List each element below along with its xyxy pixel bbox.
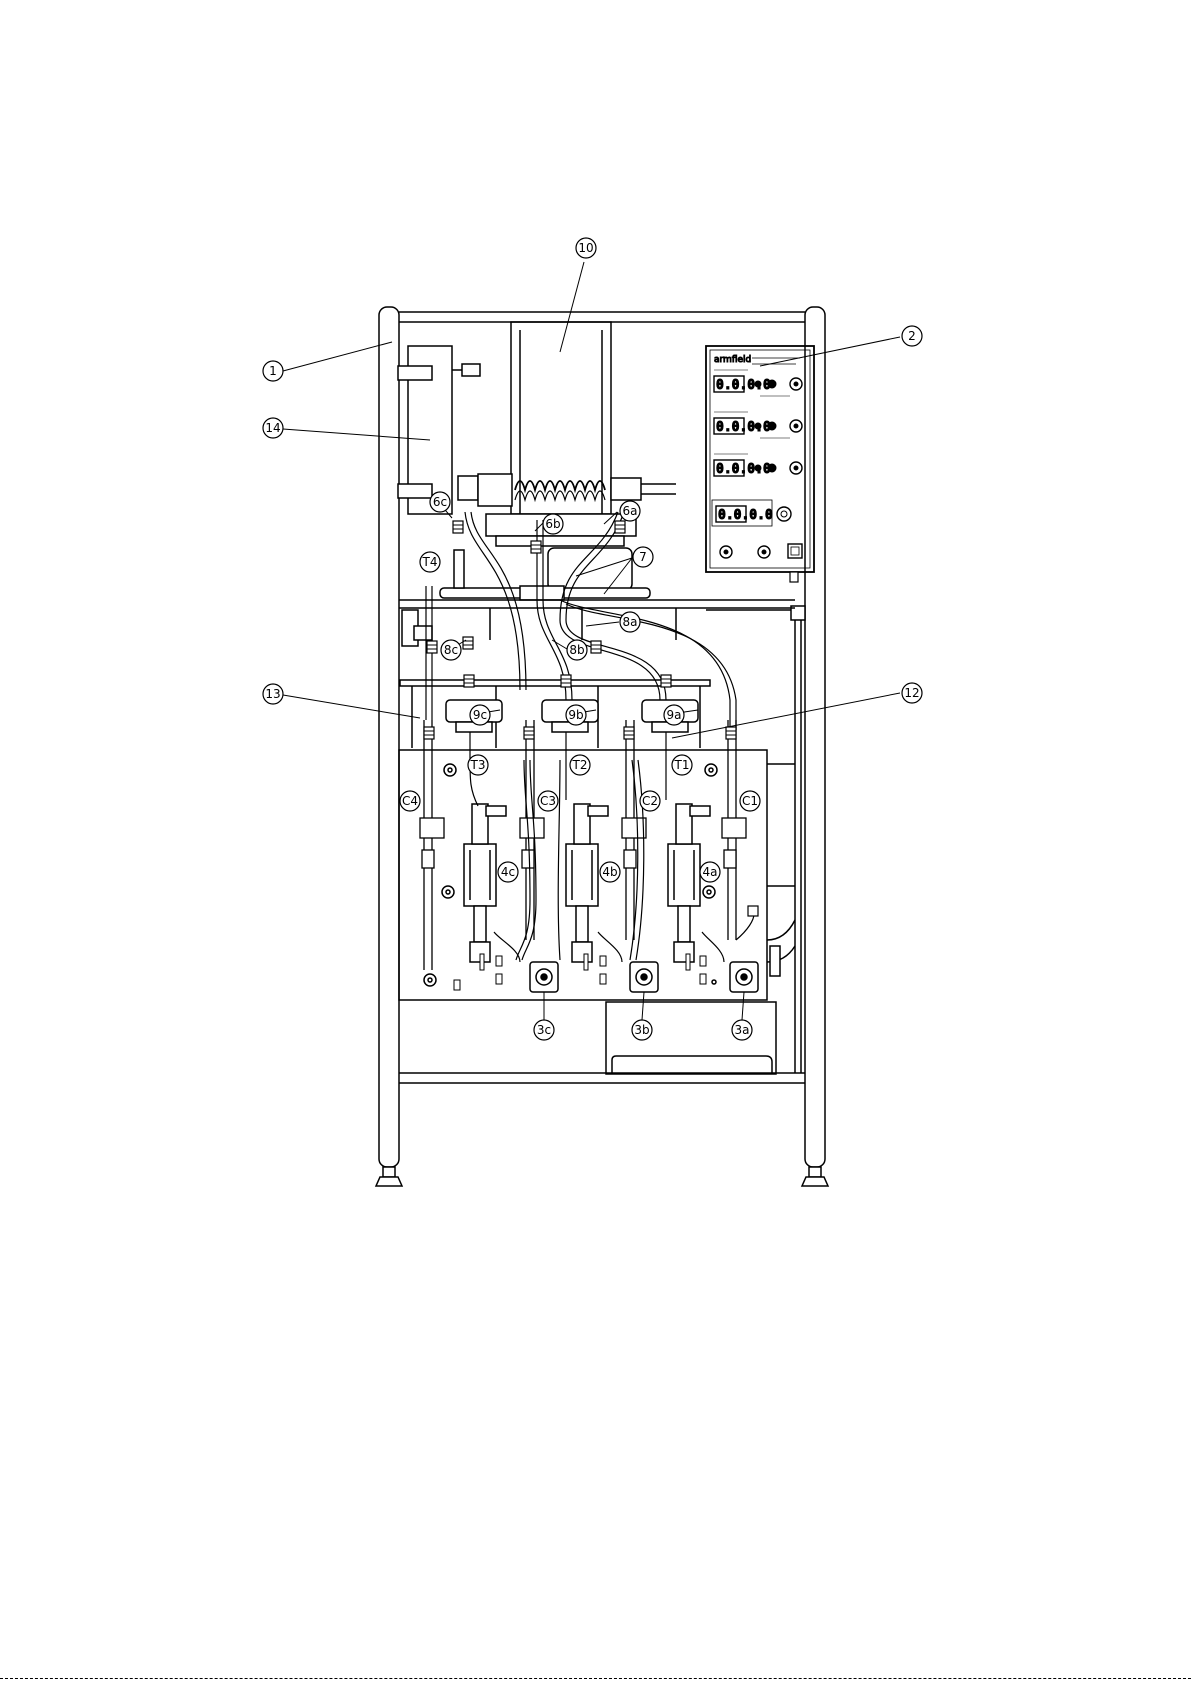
readout-2: 0.0.0.0: [716, 420, 771, 435]
callout-8c: 8c: [441, 640, 461, 660]
readout-4: 0.0.0.0: [718, 508, 773, 523]
callout-6a: 6a: [620, 501, 640, 521]
svg-text:T3: T3: [470, 758, 486, 772]
svg-text:8c: 8c: [444, 643, 458, 657]
callout-9c: 9c: [470, 705, 490, 725]
pumps: [530, 962, 758, 992]
svg-text:9a: 9a: [667, 708, 682, 722]
control-console: armfield 0.0.0.0 0.0.0.0 0.0.0.0: [706, 346, 814, 582]
callout-C2: C2: [640, 791, 660, 811]
svg-text:9b: 9b: [568, 708, 583, 722]
svg-text:8a: 8a: [623, 615, 638, 629]
svg-text:T1: T1: [674, 758, 690, 772]
svg-text:C1: C1: [742, 794, 758, 808]
svg-text:6a: 6a: [623, 504, 638, 518]
svg-text:3a: 3a: [735, 1023, 750, 1037]
svg-text:1: 1: [269, 364, 277, 378]
svg-text:6c: 6c: [433, 495, 447, 509]
callout-T2: T2: [570, 755, 590, 775]
callout-7: 7: [633, 547, 653, 567]
svg-text:4b: 4b: [602, 865, 617, 879]
callout-12: 12: [902, 683, 922, 703]
feed-vessel: [478, 322, 676, 546]
readout-row-4: 0.0.0.0: [712, 500, 791, 526]
callout-14: 14: [263, 418, 283, 438]
readout-row-2: 0.0.0.0: [714, 412, 802, 438]
svg-text:3c: 3c: [537, 1023, 551, 1037]
svg-text:12: 12: [904, 686, 919, 700]
callout-3a: 3a: [732, 1020, 752, 1040]
callout-10: 10: [576, 238, 596, 258]
svg-text:C2: C2: [642, 794, 658, 808]
svg-text:9c: 9c: [473, 708, 487, 722]
callout-C3: C3: [538, 791, 558, 811]
callout-8b: 8b: [567, 640, 587, 660]
callout-3b: 3b: [632, 1020, 652, 1040]
callout-T4: T4: [420, 552, 440, 572]
callout-13: 13: [263, 684, 283, 704]
readout-row-3: 0.0.0.0: [714, 454, 802, 477]
callout-6b: 6b: [543, 514, 563, 534]
svg-text:6b: 6b: [545, 517, 560, 531]
heat-exchanger: [398, 346, 480, 514]
svg-text:14: 14: [265, 421, 280, 435]
callout-2: 2: [902, 326, 922, 346]
readout-3: 0.0.0.0: [716, 462, 771, 477]
svg-text:2: 2: [908, 329, 916, 343]
callout-3c: 3c: [534, 1020, 554, 1040]
svg-text:10: 10: [578, 241, 593, 255]
callout-8a: 8a: [620, 612, 640, 632]
callout-9b: 9b: [566, 705, 586, 725]
leader-lines: [283, 262, 900, 738]
svg-text:T2: T2: [572, 758, 588, 772]
callout-4b: 4b: [600, 862, 620, 882]
callout-1: 1: [263, 361, 283, 381]
pump-leaders: [544, 992, 744, 1020]
callout-T1: T1: [672, 755, 692, 775]
svg-text:13: 13: [265, 687, 280, 701]
callout-C1: C1: [740, 791, 760, 811]
callout-T3: T3: [468, 755, 488, 775]
callout-9a: 9a: [664, 705, 684, 725]
readout-row-1: 0.0.0.0: [714, 370, 802, 396]
distributor: [440, 548, 650, 600]
svg-text:3b: 3b: [634, 1023, 649, 1037]
svg-text:T4: T4: [422, 555, 438, 569]
svg-text:4c: 4c: [501, 865, 515, 879]
panel-brand: armfield: [714, 355, 751, 365]
callout-4c: 4c: [498, 862, 518, 882]
svg-text:C3: C3: [540, 794, 556, 808]
callout-C4: C4: [400, 791, 420, 811]
callouts: 1 14 13 10 2 12 7 6a 6b 6c 8a 8b 8c 9a 9…: [263, 238, 922, 1040]
callout-6c: 6c: [430, 492, 450, 512]
svg-text:C4: C4: [402, 794, 418, 808]
svg-text:7: 7: [639, 550, 647, 564]
svg-text:8b: 8b: [569, 643, 584, 657]
callout-4a: 4a: [700, 862, 720, 882]
page-bottom-rule: [0, 1678, 1191, 1679]
svg-text:4a: 4a: [703, 865, 718, 879]
readout-1: 0.0.0.0: [716, 378, 771, 393]
